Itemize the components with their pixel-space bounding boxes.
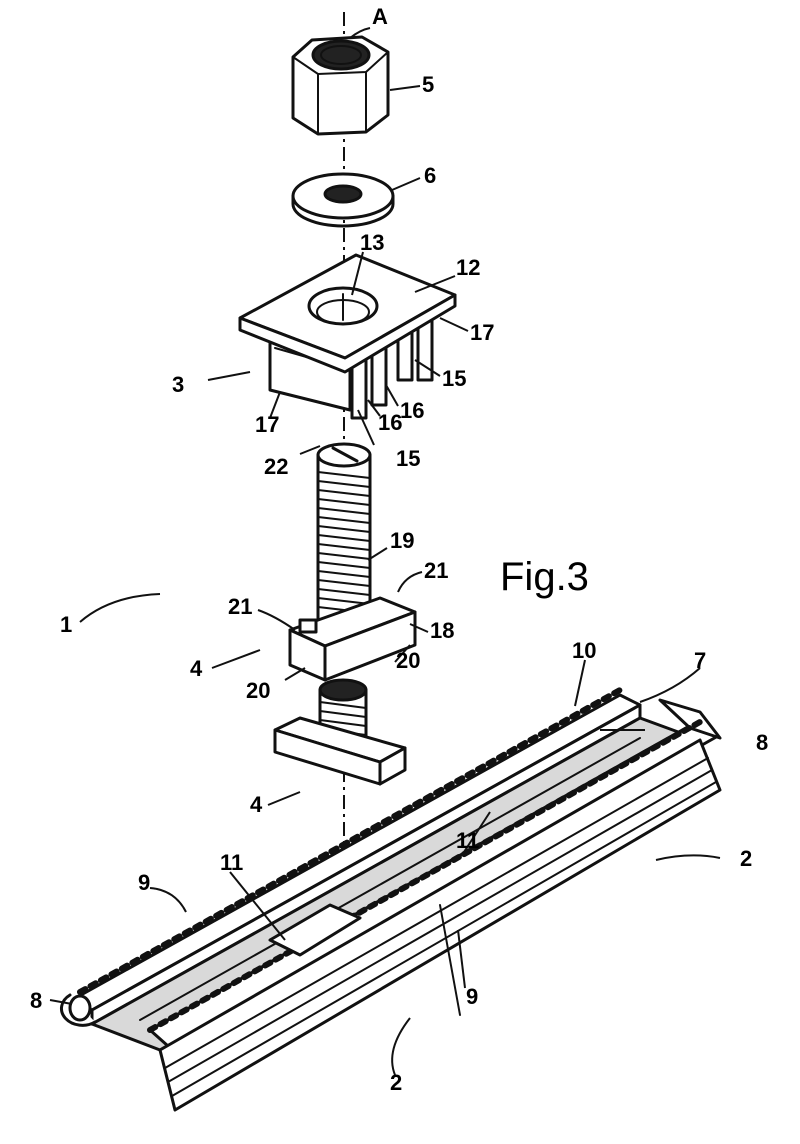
label-skirt-left: 17	[255, 412, 279, 437]
label-leg-front: 15	[396, 446, 420, 471]
label-teeth-left: 11	[220, 850, 243, 875]
label-bolt-shank: 19	[390, 528, 414, 553]
label-shoulder-right: 21	[424, 558, 448, 583]
washer	[291, 172, 395, 228]
label-washer: 6	[424, 163, 436, 188]
label-assembly: 1	[60, 612, 72, 637]
label-bolt-head: 18	[430, 618, 454, 643]
leader-lines	[49, 27, 721, 1076]
label-groove: 7	[694, 648, 706, 673]
rail-profile	[60, 687, 722, 1112]
label-tbolt-lower: 4	[250, 792, 263, 817]
label-leg-back: 15	[442, 366, 466, 391]
serration-near	[147, 719, 703, 1033]
serration-far	[77, 687, 623, 995]
label-ridge-a: 16	[400, 398, 424, 423]
hex-nut	[291, 35, 390, 136]
figure-title: Fig.3	[500, 555, 589, 599]
label-axis: A	[372, 4, 388, 29]
label-rail-b: 2	[390, 1070, 402, 1095]
label-flange-right: 8	[756, 730, 768, 755]
label-nut: 5	[422, 72, 434, 97]
label-lip-front: 9	[466, 984, 478, 1009]
label-rail-a: 2	[740, 846, 752, 871]
label-head-end-right: 20	[396, 648, 420, 673]
clamp-plate	[238, 253, 457, 420]
tbolt-lower	[273, 678, 407, 786]
label-flange-left: 8	[30, 988, 42, 1013]
label-tbolt-upper: 4	[190, 656, 203, 681]
label-lip-left: 9	[138, 870, 150, 895]
label-skirt-right: 17	[470, 320, 494, 345]
label-plate-hole: 13	[360, 230, 384, 255]
label-teeth-right: 11	[456, 828, 479, 853]
label-bolt-slot: 22	[264, 454, 288, 479]
label-plate-top: 12	[456, 255, 480, 280]
label-serrated-lip: 10	[572, 638, 596, 663]
label-ridge-b: 16	[378, 410, 402, 435]
label-plate: 3	[172, 372, 184, 397]
tbolt-head-upper	[288, 596, 417, 682]
label-head-end-left: 20	[246, 678, 270, 703]
reference-labels: A 5 6 13 12 17 3 15 16 16 17 15 22 19 21…	[30, 4, 768, 1095]
label-shoulder-left: 21	[228, 594, 252, 619]
